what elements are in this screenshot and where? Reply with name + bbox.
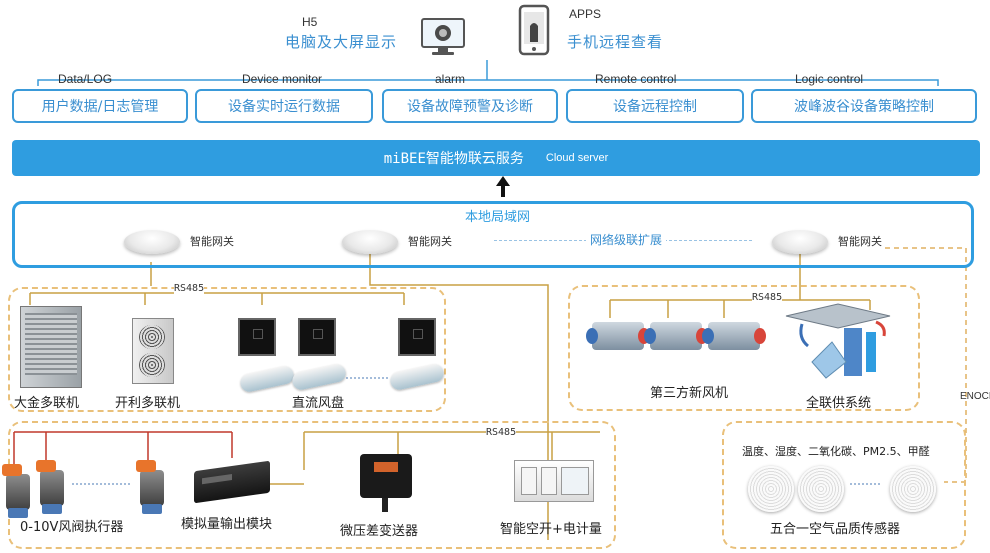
valve-actuator-icon-2 <box>36 460 64 514</box>
air-sensor-icon-3 <box>890 466 936 512</box>
mobile-phone-icon <box>517 4 551 58</box>
thermostat-icon-2 <box>298 318 336 356</box>
gateway-device-2 <box>342 230 398 254</box>
smart-breaker-icon <box>514 460 594 502</box>
cloud-service-bar: miBEE智能物联云服务 Cloud server <box>12 140 980 176</box>
fresh-air-group <box>568 285 920 411</box>
air-quality-group <box>722 421 966 549</box>
lan-title: 本地局域网 <box>465 210 531 225</box>
valve-actuator-icon-3 <box>136 460 164 514</box>
pressure-transmitter-icon <box>360 454 412 512</box>
full-supply-system-icon <box>782 302 894 388</box>
local-area-network <box>12 201 974 268</box>
gateway-device-3 <box>772 230 828 254</box>
valve-actuator-icon-1 <box>2 464 30 518</box>
air-sensor-icon-1 <box>748 466 794 512</box>
cloud-server-label: Cloud server <box>545 152 609 164</box>
rs485-label-left: RS485 <box>174 283 205 294</box>
left-device-group <box>8 287 446 412</box>
fresh-air-unit-icon-1 <box>586 322 650 350</box>
thermostat-icon-1 <box>238 318 276 356</box>
function-label-data-log: Data/LOG <box>58 72 113 86</box>
function-label-device-monitor: Device monitor <box>242 72 323 86</box>
fresh-air-label: 第三方新风机 <box>650 386 729 401</box>
gateway-label-2: 智能网关 <box>408 235 452 248</box>
smart-breaker-label: 智能空开+电计量 <box>500 522 602 537</box>
function-box-remote-control: 设备远程控制 <box>566 89 744 123</box>
function-label-alarm: alarm <box>435 72 466 86</box>
full-supply-label: 全联供系统 <box>806 396 872 411</box>
function-box-alarm: 设备故障预警及诊断 <box>382 89 558 123</box>
cloud-service-name: miBEE智能物联云服务 <box>383 151 524 167</box>
air-sensor-label: 五合一空气品质传感器 <box>770 522 901 537</box>
dc-fancoil-label: 直流风盘 <box>292 396 345 411</box>
pc-display-text: 电脑及大屏显示 <box>285 33 398 51</box>
thermostat-icon-3 <box>398 318 436 356</box>
kaili-vrf-unit-icon <box>132 318 174 384</box>
analog-output-label: 模拟量输出模块 <box>181 517 273 532</box>
function-label-logic-control: Logic control <box>795 72 864 86</box>
h5-label: H5 <box>302 15 318 29</box>
pressure-transmitter-label: 微压差变送器 <box>340 524 419 539</box>
function-box-logic-control: 波峰波谷设备策略控制 <box>751 89 977 123</box>
function-box-data-log: 用户数据/日志管理 <box>12 89 188 123</box>
gateway-device-1 <box>124 230 180 254</box>
enocean-label: ENOCEAN <box>960 391 990 402</box>
daikin-vrf-unit-icon <box>20 306 82 388</box>
kaili-label: 开利多联机 <box>115 396 181 411</box>
fresh-air-unit-icon-3 <box>702 322 766 350</box>
apps-label: APPS <box>569 7 602 21</box>
rs485-label-bottom: RS485 <box>486 427 517 438</box>
network-extension-label: 网络级联扩展 <box>586 231 667 248</box>
valve-actuator-label: 0-10V风阀执行器 <box>20 520 124 535</box>
monitor-icon <box>420 17 466 55</box>
daikin-label: 大金多联机 <box>14 396 80 411</box>
function-box-device-monitor: 设备实时运行数据 <box>195 89 373 123</box>
gateway-label-3: 智能网关 <box>838 235 882 248</box>
sensor-params-label: 温度、湿度、二氧化碳、PM2.5、甲醛 <box>742 445 930 458</box>
function-label-remote-control: Remote control <box>595 72 677 86</box>
fresh-air-unit-icon-2 <box>644 322 708 350</box>
gateway-label-1: 智能网关 <box>190 235 234 248</box>
air-sensor-icon-2 <box>798 466 844 512</box>
mobile-view-text: 手机远程查看 <box>567 33 664 51</box>
rs485-label-right: RS485 <box>752 292 783 303</box>
